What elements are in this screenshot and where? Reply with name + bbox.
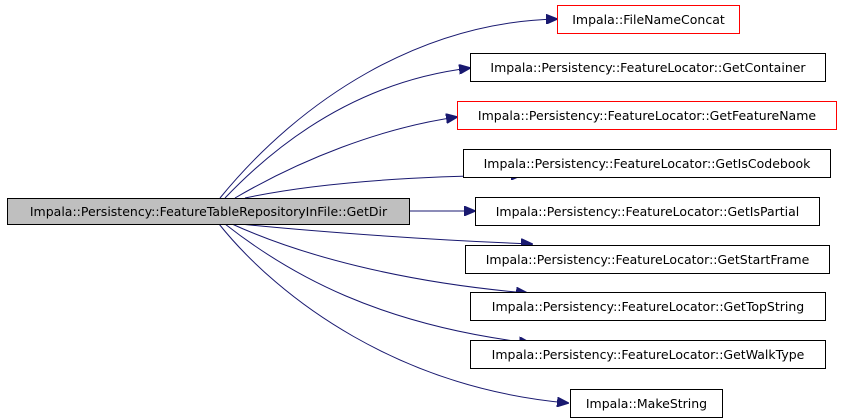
node-getstartframe[interactable]: Impala::Persistency::FeatureLocator::Get… (465, 245, 830, 274)
root-node-getdir: Impala::Persistency::FeatureTableReposit… (7, 198, 410, 225)
edge-to-makestring (218, 223, 568, 403)
node-gettopstring[interactable]: Impala::Persistency::FeatureLocator::Get… (470, 292, 826, 321)
node-getwalktype[interactable]: Impala::Persistency::FeatureLocator::Get… (470, 340, 826, 369)
node-getispartial[interactable]: Impala::Persistency::FeatureLocator::Get… (475, 197, 820, 226)
node-filenameconcat[interactable]: Impala::FileNameConcat (557, 5, 740, 34)
edge-to-getfeaturename (234, 117, 457, 199)
node-makestring[interactable]: Impala::MakeString (570, 389, 723, 418)
edge-to-getstartframe (239, 223, 532, 244)
edge-to-getcontainer (224, 68, 470, 199)
node-getfeaturename[interactable]: Impala::Persistency::FeatureLocator::Get… (457, 101, 837, 130)
edge-to-getwalktype (224, 223, 530, 343)
node-getcontainer[interactable]: Impala::Persistency::FeatureLocator::Get… (470, 53, 826, 82)
edge-to-gettopstring (231, 223, 527, 293)
edge-to-getiscodebook (244, 175, 522, 199)
edge-to-filenameconcat (219, 19, 557, 199)
node-getiscodebook[interactable]: Impala::Persistency::FeatureLocator::Get… (463, 149, 831, 178)
